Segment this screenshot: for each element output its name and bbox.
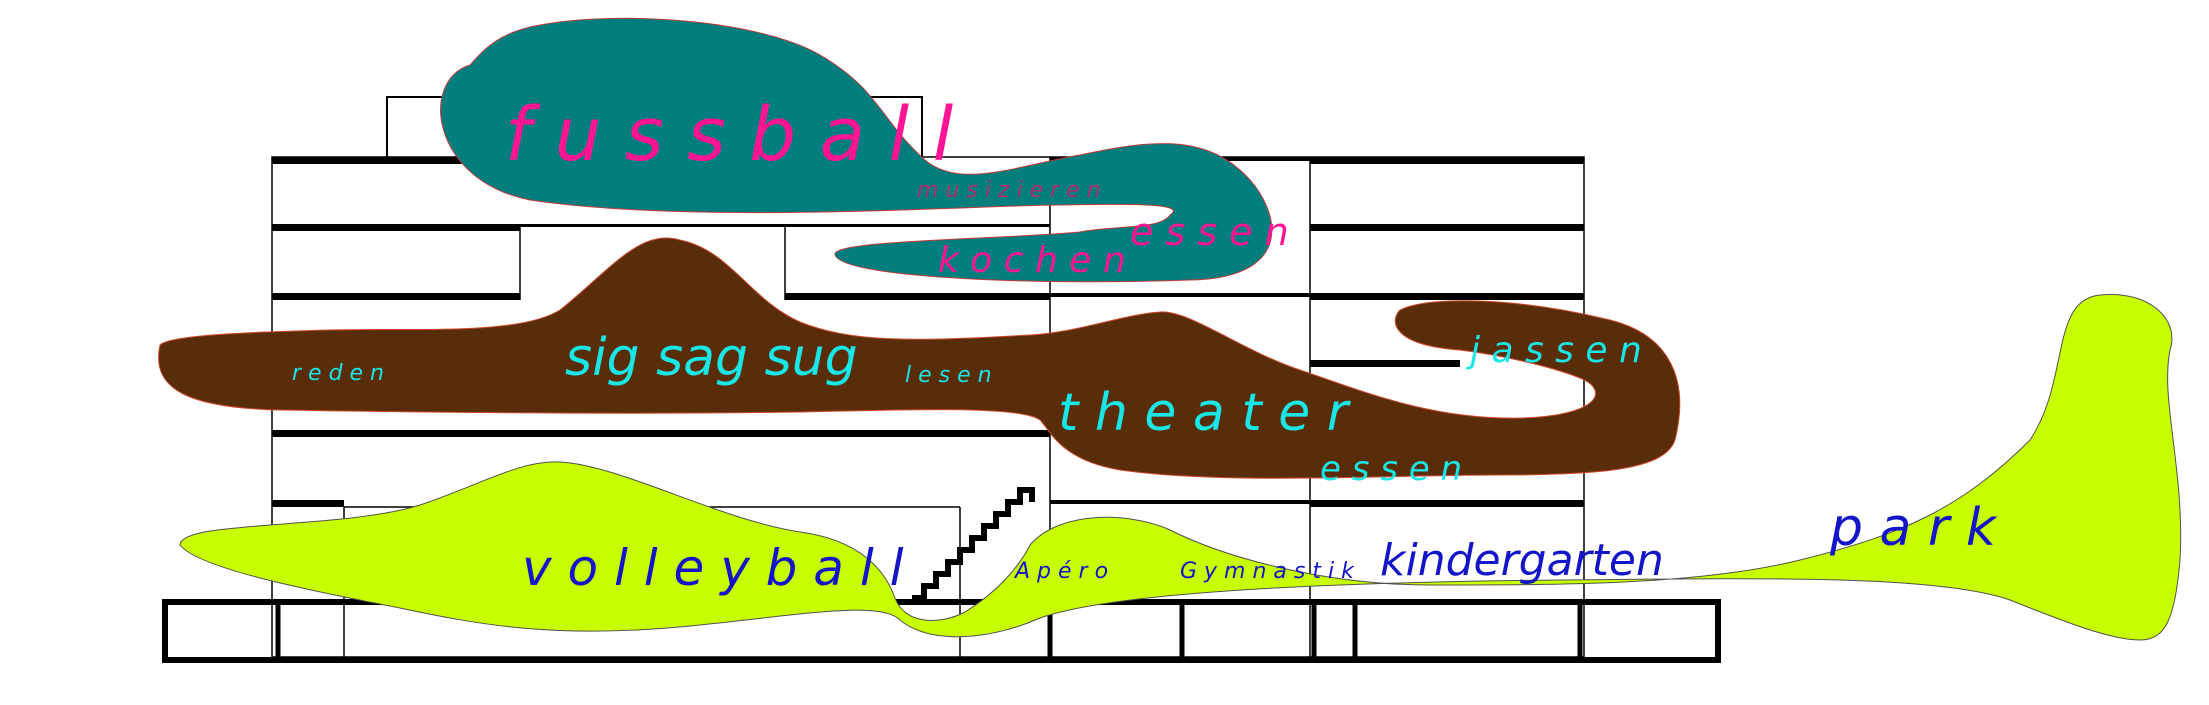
label-fussball: f u s s b a l l [505,92,954,178]
cyan-labels: r e d e n sig sag sug l e s e n j a s s … [292,328,1642,489]
label-essen-mid: e s s e n [1320,449,1462,489]
staircase [912,487,1035,601]
teal-blob [440,17,1273,283]
label-kochen: k o c h e n [938,240,1126,281]
blue-labels: v o l l e y b a l l A p é r o G y m n a … [522,498,1998,597]
label-lesen: l e s e n [905,363,992,388]
label-park: p a r k [1829,498,1998,558]
label-gymnastik: G y m n a s t i k [1180,559,1355,584]
ground-base [162,599,1721,663]
lime-blob [179,293,2182,641]
label-sigsagsug: sig sag sug [565,328,858,388]
label-essen-top: e s s e n [1130,210,1289,254]
pink-labels: f u s s b a l l m u s i z i e r e n e s … [505,92,1289,281]
label-volleyball: v o l l e y b a l l [522,539,904,597]
label-apero: A p é r o [1013,559,1108,584]
label-theater: t h e a t e r [1058,383,1352,443]
brown-blob [158,237,1681,479]
label-jassen: j a s s e n [1465,330,1642,371]
label-kindergarten: kindergarten [1380,535,1664,586]
label-musizieren: m u s i z i e r e n [917,178,1101,203]
label-reden: r e d e n [292,361,384,386]
